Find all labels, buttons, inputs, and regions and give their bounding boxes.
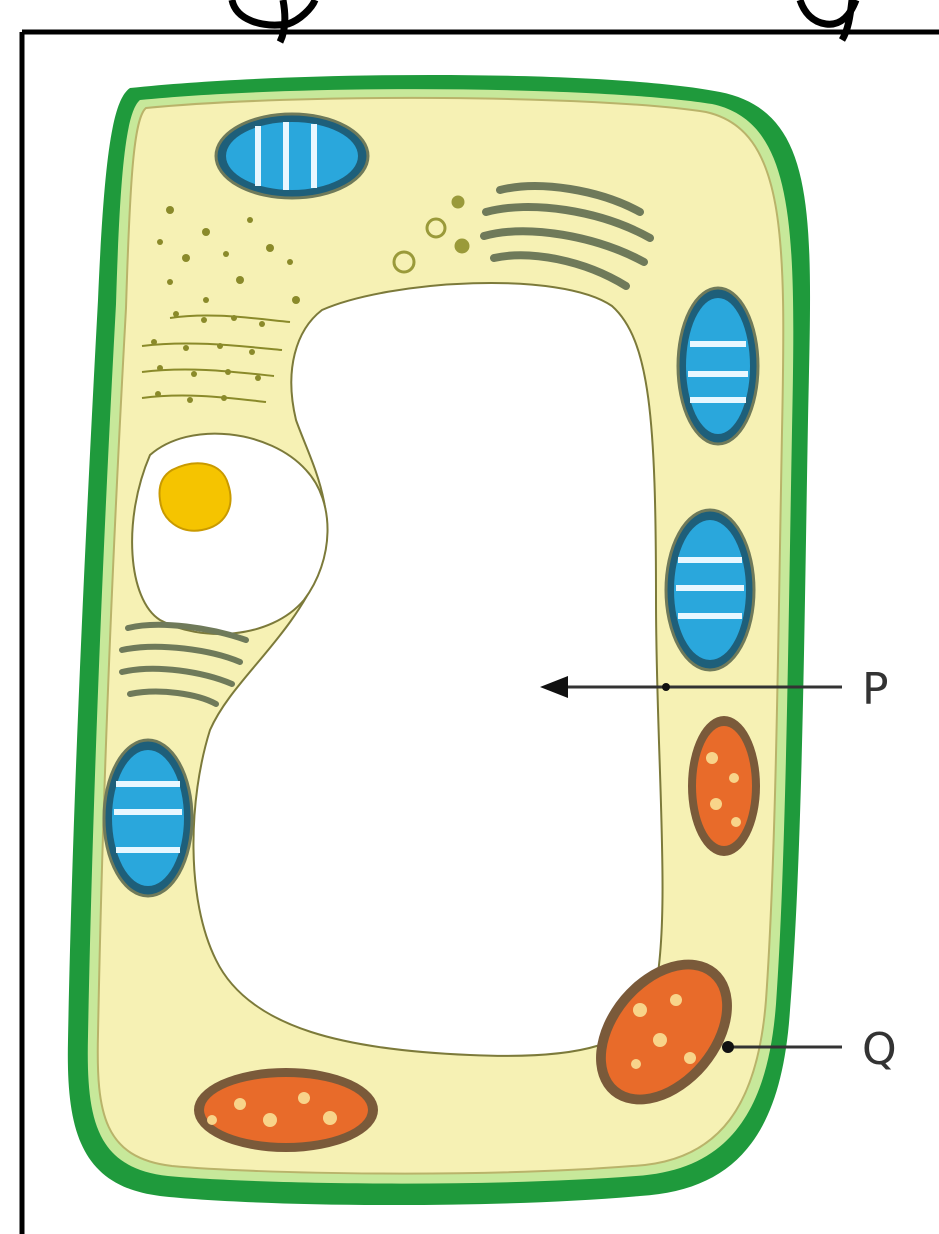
nucleolus bbox=[160, 463, 231, 530]
cropped-title-fragment bbox=[232, 0, 856, 42]
mitochondrion-bottom bbox=[194, 1068, 378, 1152]
chloroplast-right-2 bbox=[666, 510, 754, 670]
nucleus bbox=[132, 434, 327, 634]
chloroplast-right-1 bbox=[678, 288, 758, 444]
chloroplast-left bbox=[104, 740, 192, 896]
label-q: Q bbox=[862, 1024, 897, 1075]
label-p: P bbox=[862, 664, 889, 715]
mitochondrion-right bbox=[688, 716, 760, 856]
